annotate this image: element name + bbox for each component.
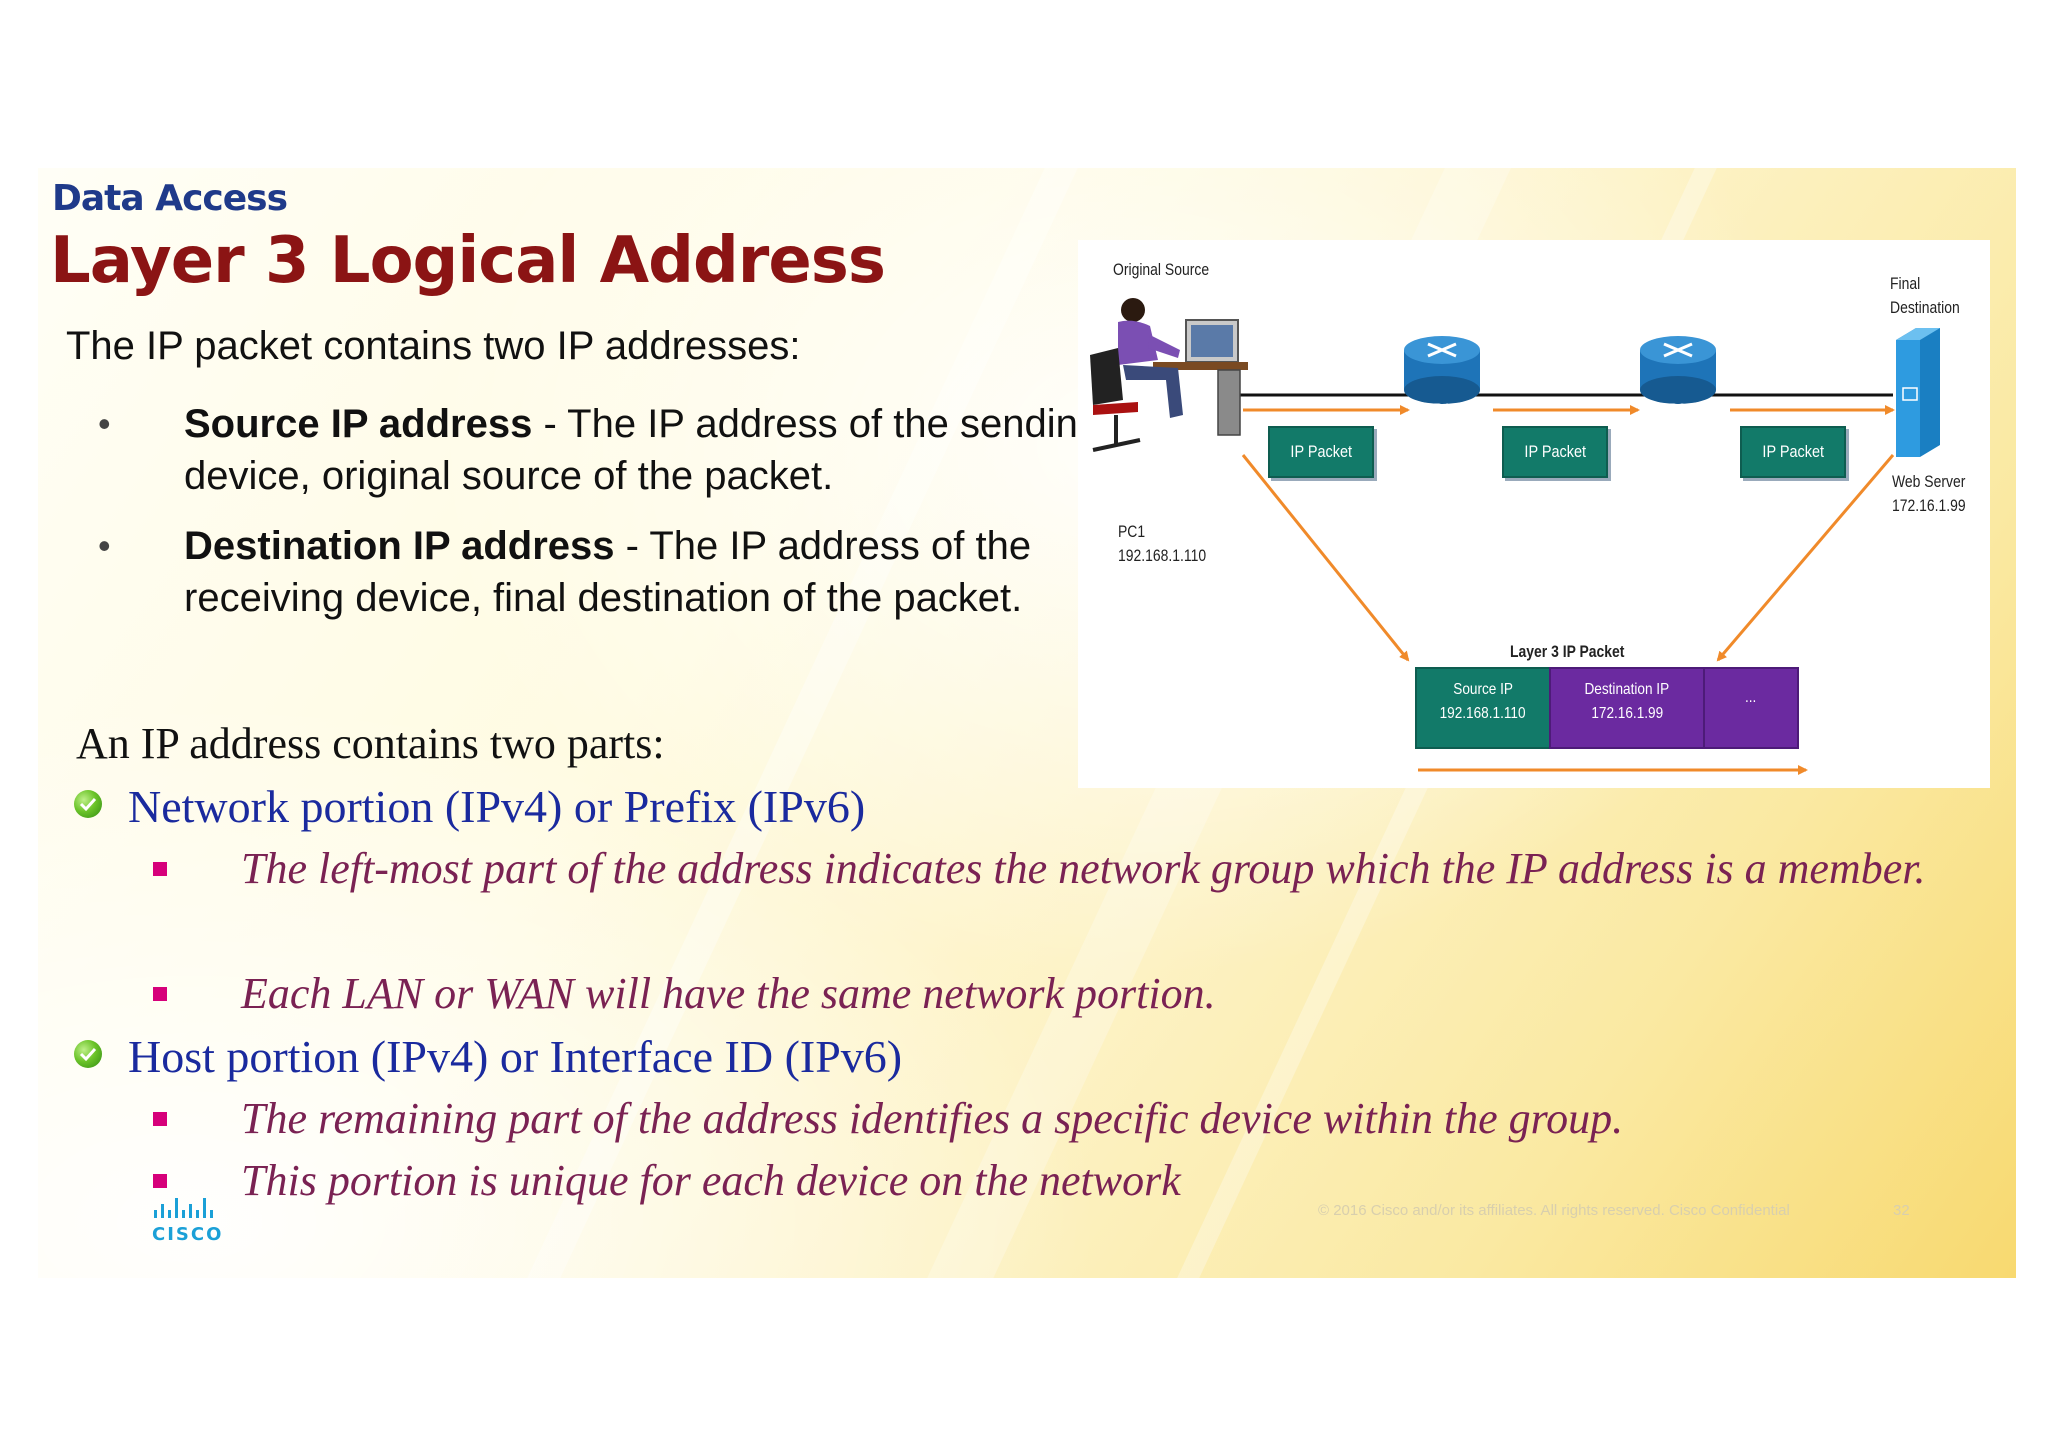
bullet-dot-icon: • — [98, 403, 111, 444]
bullet-description: - The IP address of the sending device, … — [184, 402, 1101, 498]
label-final: Final — [1890, 274, 1921, 293]
bullet-text: Destination IP address - The IP address … — [184, 520, 1104, 624]
slide-subtitle: Data Access — [52, 178, 288, 219]
slide-number: 32 — [1893, 1202, 1910, 1219]
pc-workstation-icon — [1090, 298, 1248, 452]
decapsulation-arrow — [1716, 454, 1895, 662]
parts-intro: An IP address contains two parts: — [76, 719, 665, 768]
label-destination: Destination — [1890, 298, 1960, 317]
server-ip: 172.16.1.99 — [1892, 496, 1966, 515]
network-diagram: Original Source Final Destination PC1 19… — [1078, 240, 1990, 788]
ip-packet-box: IP Packet — [1268, 426, 1374, 478]
pc-name: PC1 — [1118, 522, 1146, 541]
bullet-term: Destination IP address — [184, 524, 615, 568]
cisco-logo: CISCO — [148, 1190, 228, 1250]
router-r2-icon — [1640, 336, 1716, 404]
destination-ip-value: 172.16.1.99 — [1591, 705, 1663, 722]
part-heading-text: Network portion (IPv4) or Prefix (IPv6) — [128, 781, 866, 832]
router-r1-icon — [1404, 336, 1480, 404]
cisco-wordmark: CISCO — [152, 1224, 224, 1245]
source-ip-label: Source IP — [1453, 681, 1513, 698]
server-name: Web Server — [1892, 472, 1966, 491]
footer-copyright: © 2016 Cisco and/or its affiliates. All … — [1318, 1202, 1790, 1219]
square-bullet-icon — [153, 987, 167, 1001]
bullet-text: Source IP address - The IP address of th… — [184, 398, 1104, 502]
part-item-text: Each LAN or WAN will have the same netwo… — [241, 969, 1216, 1018]
check-icon — [74, 790, 102, 818]
slide-title: Layer 3 Logical Address — [50, 224, 886, 298]
square-bullet-icon — [153, 1174, 167, 1188]
bullet-dot-icon: • — [98, 525, 111, 566]
ip-packet-box: IP Packet — [1740, 426, 1846, 478]
bullet-term: Source IP address — [184, 402, 533, 446]
packet-destination-ip-field: Destination IP 172.16.1.99 — [1550, 672, 1704, 726]
bullet-description: - The IP address of the receiving device… — [184, 524, 1032, 620]
label-original-source: Original Source — [1113, 260, 1210, 279]
part-item-text: The left-most part of the address indica… — [241, 844, 1926, 893]
part-item: The remaining part of the address identi… — [153, 1088, 2016, 1150]
router-r1-label: R1 — [1433, 400, 1451, 419]
part-item: Each LAN or WAN will have the same netwo… — [153, 963, 2016, 1025]
slide: Data Access Layer 3 Logical Address The … — [38, 168, 2016, 1278]
cisco-bars-icon — [154, 1198, 213, 1218]
layer3-packet-title: Layer 3 IP Packet — [1510, 642, 1625, 661]
packet-source-ip-field: Source IP 192.168.1.110 — [1416, 672, 1550, 726]
bullet-source-ip: • Source IP address - The IP address of … — [98, 398, 1100, 508]
encapsulation-arrow — [1241, 454, 1410, 662]
source-ip-value: 192.168.1.110 — [1440, 705, 1526, 722]
web-server-icon — [1896, 328, 1940, 457]
part-item-text: This portion is unique for each device o… — [241, 1156, 1181, 1205]
diagram-graphics — [1090, 298, 1940, 775]
part-item: The left-most part of the address indica… — [153, 838, 2016, 968]
square-bullet-icon — [153, 862, 167, 876]
packet-more-field: ... — [1745, 689, 1757, 706]
check-icon — [74, 1040, 102, 1068]
bullet-destination-ip: • Destination IP address - The IP addres… — [98, 520, 1088, 680]
destination-ip-label: Destination IP — [1584, 681, 1670, 698]
pc-ip: 192.168.1.110 — [1118, 546, 1207, 565]
square-bullet-icon — [153, 1112, 167, 1126]
router-r2-label: R2 — [1668, 400, 1686, 419]
intro-text: The IP packet contains two IP addresses: — [66, 324, 801, 368]
part-heading-text: Host portion (IPv4) or Interface ID (IPv… — [128, 1031, 903, 1082]
ip-packet-box: IP Packet — [1502, 426, 1608, 478]
part-item: This portion is unique for each device o… — [153, 1150, 2016, 1212]
part-item-text: The remaining part of the address identi… — [241, 1094, 1624, 1143]
